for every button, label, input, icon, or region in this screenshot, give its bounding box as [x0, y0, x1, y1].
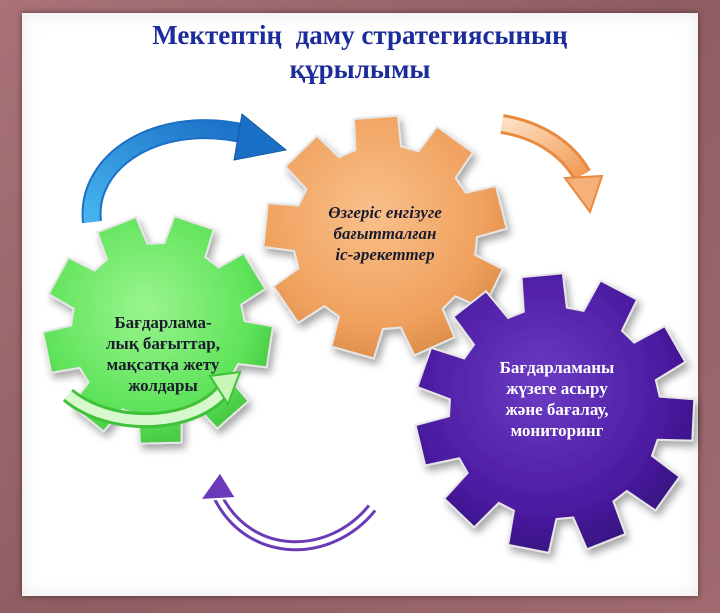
gear-green	[41, 214, 275, 445]
arrow-bottom-icon	[197, 470, 377, 552]
title-line-1: Мектептің даму стратегиясының	[152, 20, 568, 50]
gear-purple-label-line: және бағалау,	[505, 400, 609, 419]
gear-orange-label: Өзгеріс енгізуге бағытталған іс-әрекетте…	[290, 202, 480, 265]
arrow-green-inner-icon	[62, 370, 242, 429]
gear-purple-label-line: мониторинг	[510, 421, 604, 440]
gear-green-label-line: мақсатқа жету	[106, 355, 220, 374]
title-line-2: құрылымы	[289, 54, 431, 84]
gear-green-label-line: жолдары	[128, 376, 198, 395]
gear-green-label: Бағдарлама- лық бағыттар, мақсатқа жету …	[70, 312, 256, 396]
page-title: Мектептің даму стратегиясының құрылымы	[22, 18, 698, 86]
gear-green-label-line: лық бағыттар,	[106, 334, 220, 353]
gear-purple-label: Бағдарламаны жүзеге асыру және бағалау, …	[452, 357, 662, 441]
gear-orange-label-line: іс-әрекеттер	[335, 245, 435, 264]
gear-orange-label-line: Өзгеріс енгізуге	[328, 203, 442, 222]
arrow-top-right-icon	[500, 114, 604, 215]
gear-orange-label-line: бағытталған	[333, 224, 437, 243]
gear-purple-label-line: Бағдарламаны	[499, 358, 615, 377]
gear-green-label-line: Бағдарлама-	[114, 313, 212, 332]
gear-purple-label-line: жүзеге асыру	[506, 379, 608, 398]
gear-purple	[414, 272, 696, 555]
arrow-top-left-icon	[81, 113, 288, 224]
